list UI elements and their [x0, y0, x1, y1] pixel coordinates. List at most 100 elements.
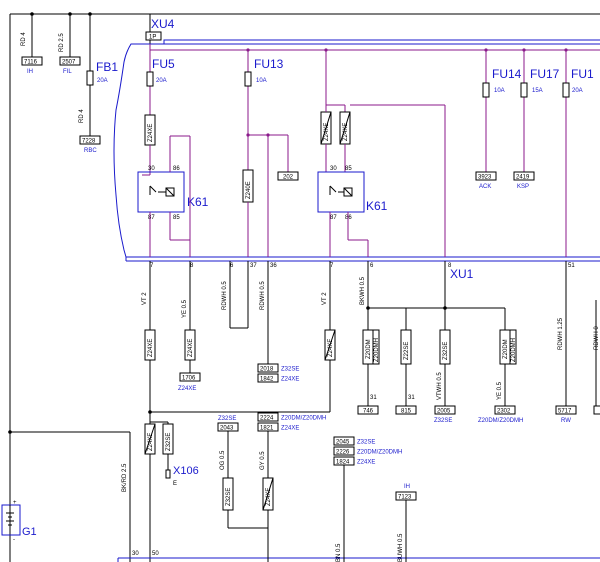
relay-k61a-label: K61 [187, 195, 209, 209]
fuse-z32se-a: Z32SE [443, 342, 449, 360]
splice-box-2018: 2018 [260, 367, 274, 373]
relay-k61b-label: K61 [366, 199, 388, 213]
battery-g1-label: G1 [22, 526, 37, 538]
fuse-z20dm-b: Z20DM [503, 339, 509, 359]
fuse-fu14-name: FU14 [492, 67, 522, 81]
xu1-pin-6a: 6 [230, 263, 234, 269]
splice-box-2302: 2302 [497, 409, 511, 415]
xu1-pin-7a: 7 [150, 263, 154, 269]
wire-dest-2226: Z20DM/Z20DMH [357, 450, 402, 456]
wire-color-rdwh125: RDWH 1.25 [558, 317, 564, 350]
splice-box-1842: 1842 [260, 377, 274, 383]
splice-box-2226: 2226 [336, 450, 350, 456]
fuse-z240e-code: Z240E [246, 181, 252, 199]
splice-box-2419: 2419 [516, 175, 530, 181]
fuse-z24xe-g: Z24XE [148, 433, 154, 451]
wire-dest-2043: Z32SE [218, 416, 236, 422]
splice-box-2507: 2507 [62, 60, 76, 66]
relay-k61a-pin85: 85 [173, 215, 180, 221]
wire-dest-1821: Z24XE [281, 426, 299, 432]
wire-color-bn05: BN 0.5 [336, 543, 342, 562]
relay-k61b-pin30: 30 [330, 166, 337, 172]
xu1-pin-37: 37 [250, 263, 257, 269]
fuse-fu17-name: FU17 [530, 67, 560, 81]
xu1-pin-6b: 6 [370, 263, 374, 269]
splice-box-1706: 1706 [182, 376, 196, 382]
splice-box-202: 202 [283, 175, 294, 181]
fuse-fb1-rating: 20A [97, 78, 108, 84]
connector-xu1-label: XU1 [450, 267, 474, 281]
fuse-z24xe-b: Z24XE [324, 123, 330, 141]
wire-dest-ksp: KSP [517, 184, 529, 190]
relay-k61a-pin87: 87 [148, 215, 155, 221]
wire-color-rdwh05-b: RDWH 0.5 [260, 281, 266, 310]
splice-box-5717: 5717 [558, 409, 572, 415]
wire-dest-fil: FIL [63, 69, 72, 75]
splice-box-746: 746 [363, 409, 374, 415]
wire-code-3: RD 4 [79, 109, 85, 123]
xu1-pin-36: 36 [270, 263, 277, 269]
wire-pin-31-b: 31 [408, 395, 415, 401]
fuse-fu13-rating: 10A [256, 78, 267, 84]
bottom-pin-50: 50 [152, 551, 159, 557]
connector-xu4-label: XU4 [151, 17, 175, 31]
wire-color-rdwh-cut: RDWH 0 [594, 326, 600, 350]
fuse-fb1-name: FB1 [96, 60, 118, 74]
wire-dest-rbc: RBC [84, 148, 97, 154]
splice-box-2045: 2045 [336, 440, 350, 446]
battery-minus: - [13, 537, 15, 543]
fuse-z24xe-d: Z24XE [148, 339, 154, 357]
splice-box-7116: 7116 [24, 60, 38, 66]
xu1-pin-8b: 8 [448, 263, 452, 269]
wire-color-buwh05: BUWH 0.5 [398, 533, 404, 562]
wire-dest-1706: Z24XE [178, 386, 196, 392]
wire-color-gy05: GY 0.5 [260, 451, 266, 470]
wire-color-ye05-a: YE 0.5 [182, 299, 188, 318]
wire-color-bkrd25: BK/RD 2.5 [122, 463, 128, 492]
splice-box-2005: 2005 [437, 409, 451, 415]
wire-color-rdwh05-a: RDWH 0.5 [222, 281, 228, 310]
wire-pin-31-a: 31 [370, 395, 377, 401]
wire-dest-ack: ACK [479, 184, 491, 190]
wire-dest-7123: IH [404, 484, 410, 490]
fuse-z24xe-c: Z24XE [343, 123, 349, 141]
wire-dest-2005: Z32SE [434, 418, 452, 424]
wire-color-vt2-a: VT 2 [142, 292, 148, 305]
fuse-fu13-name: FU13 [254, 57, 284, 71]
wire-color-bkwh05: BKWH 0.5 [360, 276, 366, 305]
fuse-fu17-rating: 15A [532, 88, 543, 94]
splice-box-7228: 7228 [82, 139, 96, 145]
fuse-fu5-code: Z24XE [148, 124, 154, 142]
connector-x106-pin: E [173, 481, 177, 487]
wire-code-2: RD 2.5 [59, 33, 65, 52]
wire-dest-2302: Z20DM/Z20DMH [478, 418, 523, 424]
wire-dest-2045: Z32SE [357, 440, 375, 446]
xu1-pin-7b: 7 [330, 263, 334, 269]
wire-color-vt2-b: VT 2 [322, 292, 328, 305]
xu4-pin: 1P [149, 35, 156, 41]
battery-plus: + [13, 500, 17, 506]
wire-dest-2018: Z32SE [281, 367, 299, 373]
wire-dest-5717: RW [561, 418, 571, 424]
relay-k61b-pin87: 87 [330, 215, 337, 221]
fuse-z24xe-f: Z24XE [328, 339, 334, 357]
relay-k61a-pin30: 30 [148, 166, 155, 172]
connector-x106-label: X106 [173, 465, 199, 477]
wire-dest-ih: IH [27, 69, 33, 75]
relay-k61b-pin86: 86 [345, 215, 352, 221]
fuse-z32se-b: Z32SE [166, 433, 172, 451]
fuse-fu5-name: FU5 [152, 57, 175, 71]
fuse-z24xe-e: Z24XE [188, 339, 194, 357]
splice-box-1821: 1821 [260, 426, 274, 432]
xu1-pin-51: 51 [568, 263, 575, 269]
splice-box-3923: 3923 [478, 175, 492, 181]
fuse-z20dmh-a: Z20DMH [374, 338, 380, 362]
splice-box-7123: 7123 [398, 495, 412, 501]
wire-color-og05: OG 0.5 [220, 450, 226, 470]
fuse-z22se: Z22SE [404, 342, 410, 360]
fuse-fu1-rating: 20A [572, 88, 583, 94]
wire-dest-1842: Z24XE [281, 377, 299, 383]
relay-k61a-pin86: 86 [173, 166, 180, 172]
wire-dest-1824: Z24XE [357, 460, 375, 466]
